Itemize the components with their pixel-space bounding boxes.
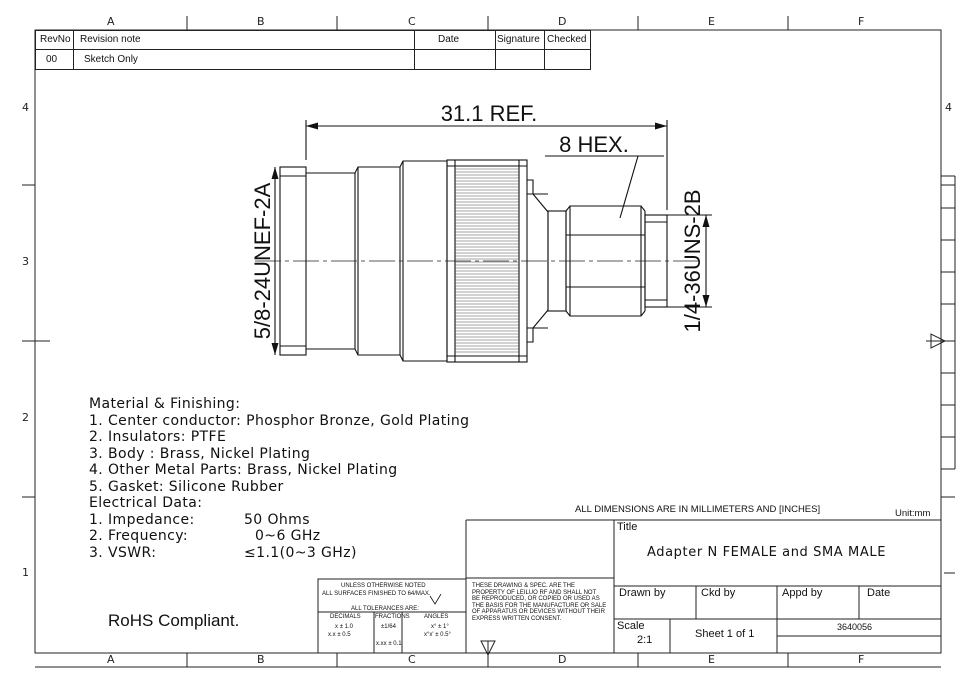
- sheet-number: Sheet 1 of 1: [695, 628, 755, 640]
- notice-line: BE REPRODUCED, OR COPIED OR USED AS: [472, 596, 600, 602]
- material-item: 3. Body : Brass, Nickel Plating: [89, 445, 311, 462]
- date-label: Date: [867, 587, 891, 599]
- electrical-value: 50 Ohms: [244, 511, 310, 528]
- zone-letter-bottom-c: C: [408, 653, 416, 666]
- zone-letter-bottom-b: B: [257, 653, 265, 666]
- tol-ang1: x° ± 1°: [431, 624, 449, 630]
- material-item: 5. Gasket: Silicone Rubber: [89, 478, 284, 495]
- dim-overall-length: 31.1 REF.: [441, 101, 538, 126]
- zone-letter-top-b: B: [257, 15, 265, 28]
- drawing-title: Adapter N FEMALE and SMA MALE: [647, 545, 887, 560]
- part-number: 3640056: [837, 622, 873, 632]
- zone-number-left-4: 4: [22, 101, 29, 114]
- rev-header-date: Date: [438, 34, 460, 45]
- material-item: 1. Center conductor: Phosphor Bronze, Go…: [89, 412, 470, 429]
- tol-header-fractions: FRACTIONS: [375, 614, 410, 620]
- tol-header-angles: ANGLES: [424, 614, 449, 620]
- drawn-by-label: Drawn by: [619, 587, 666, 599]
- electrical-label: 2. Frequency:: [89, 528, 189, 544]
- notice-line: THESE DRAWING & SPEC. ARE THE: [472, 583, 576, 589]
- zone-letter-bottom-a: A: [107, 653, 115, 666]
- electrical-item: 3. VSWR: ≤1.1(0~3 GHz): [89, 545, 469, 562]
- property-notice: THESE DRAWING & SPEC. ARE THE PROPERTY O…: [472, 583, 606, 622]
- notice-line: OF APPARATUS OR DEVICES WITHOUT THEIR: [472, 609, 605, 615]
- material-notes: Material & Finishing: 1. Center conducto…: [89, 396, 469, 561]
- electrical-item: 2. Frequency: 0~6 GHz: [89, 528, 469, 545]
- notice-line: THE BASIS FOR THE MANUFACTURE OR SALE: [472, 602, 607, 609]
- electrical-label: 3. VSWR:: [89, 544, 157, 561]
- material-item: 2. Insulators: PTFE: [89, 429, 227, 445]
- dim-hex-size: 8 HEX.: [559, 132, 629, 157]
- ckd-by-label: Ckd by: [701, 587, 736, 599]
- tol-frac: ±1/64: [381, 624, 396, 630]
- rev-header-checked: Checked: [547, 34, 587, 45]
- zone-letter-top-c: C: [408, 15, 416, 28]
- zone-number-left-2: 2: [22, 411, 29, 424]
- notice-line: PROPERTY OF LEILUO RF AND SHALL NOT: [472, 589, 597, 596]
- electrical-heading: Electrical Data:: [89, 495, 203, 511]
- rev-row-note: Sketch Only: [84, 54, 138, 65]
- zone-number-left-3: 3: [22, 255, 29, 268]
- electrical-label: 1. Impedance:: [89, 511, 195, 528]
- zone-letter-top-e: E: [708, 15, 715, 28]
- zone-number-right-4: 4: [945, 101, 952, 114]
- zone-letter-bottom-d: D: [558, 653, 567, 666]
- appd-by-label: Appd by: [782, 587, 823, 599]
- tol-dec2: x.x ± 0.5: [328, 632, 351, 638]
- dim-right-thread: 1/4-36UNS-2B: [680, 189, 705, 332]
- electrical-value: ≤1.1(0~3 GHz): [244, 544, 357, 561]
- material-item: 4. Other Metal Parts: Brass, Nickel Plat…: [89, 462, 398, 478]
- tol-dec3: x.xx ± 0.1: [376, 641, 402, 647]
- electrical-value: 0~6 GHz: [255, 528, 321, 544]
- unit-label: Unit:mm: [895, 508, 931, 519]
- scale-label: Scale: [617, 620, 645, 632]
- revision-table-grid: [35, 30, 591, 70]
- surface-finish-symbol: [429, 594, 442, 605]
- zone-letter-top-a: A: [107, 15, 115, 28]
- rev-header-note: Revision note: [80, 34, 141, 45]
- rohs-label: RoHS Compliant.: [108, 611, 240, 630]
- rev-row-revno: 00: [46, 54, 58, 65]
- tol-line1: UNLESS OTHERWISE NOTED: [341, 583, 426, 589]
- notice-line: EXPRESS WRITTEN CONSENT.: [472, 615, 562, 622]
- zone-letter-top-d: D: [558, 15, 567, 28]
- dim-left-thread: 5/8-24UNEF-2A: [250, 182, 275, 339]
- tol-line2: ALL SURFACES FINISHED TO 64/MAX.: [322, 591, 431, 597]
- tol-line3: ALL TOLERANCES ARE:: [351, 606, 419, 612]
- tol-header-decimals: DECIMALS: [330, 614, 361, 620]
- title-label: Title: [617, 521, 638, 533]
- material-heading: Material & Finishing:: [89, 396, 241, 412]
- electrical-item: 1. Impedance: 50 Ohms: [89, 512, 469, 529]
- dimensions-note: ALL DIMENSIONS ARE IN MILLIMETERS AND [I…: [575, 504, 821, 515]
- rev-header-signature: Signature: [497, 34, 540, 45]
- scale-value: 2:1: [637, 634, 653, 646]
- zone-letter-top-f: F: [858, 15, 865, 28]
- zone-letter-bottom-e: E: [708, 653, 715, 666]
- rev-header-revno: RevNo: [40, 34, 71, 45]
- tol-ang2: x°x' ± 0.5°: [424, 632, 451, 638]
- zone-letter-bottom-f: F: [858, 653, 865, 666]
- zone-number-left-1: 1: [22, 566, 29, 579]
- tol-dec1: x ± 1.0: [335, 624, 353, 630]
